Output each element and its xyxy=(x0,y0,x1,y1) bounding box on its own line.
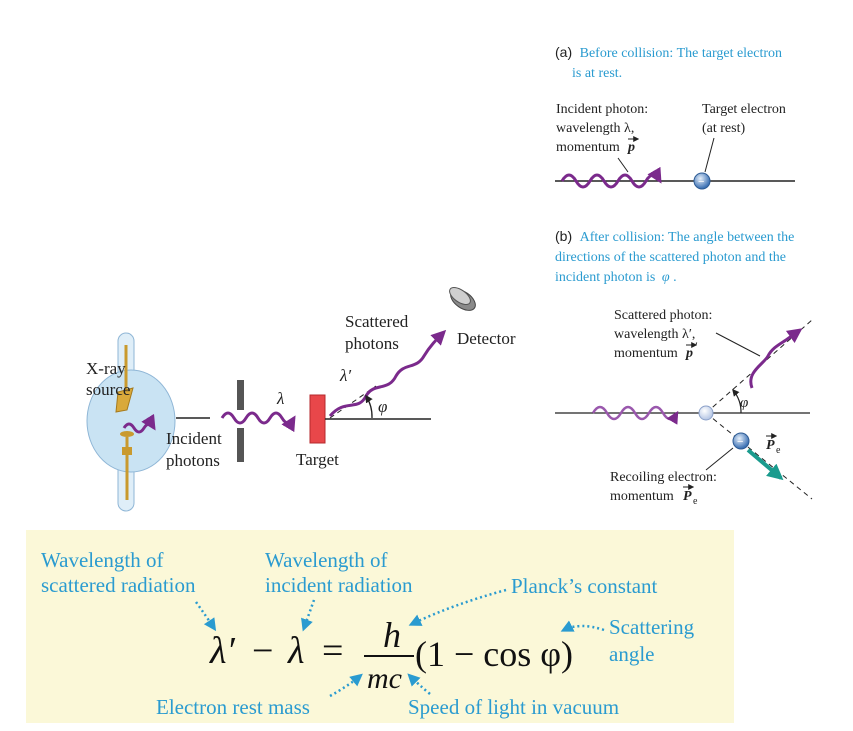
annotation-scattering-angle-2: angle xyxy=(609,642,654,666)
formula-minus: − xyxy=(252,630,273,672)
incident-photon-wave xyxy=(220,411,296,433)
lambda-prime-label: λ′ xyxy=(339,366,351,385)
pe-vector-label: P xyxy=(766,438,775,453)
annotation-scattered-wavelength-1: Wavelength of xyxy=(41,548,164,572)
panel-a-caption-line2: is at rest. xyxy=(572,66,622,81)
incident-photon-label-2: wavelength λ, xyxy=(556,121,634,136)
xray-source-label: X-ray xyxy=(86,359,126,378)
annotation-incident-wavelength-1: Wavelength of xyxy=(265,548,388,572)
panel-a: (a) Before collision: The target electro… xyxy=(555,44,795,190)
electron-pointer-line xyxy=(704,137,715,173)
recoil-label-2: momentum xyxy=(610,489,674,504)
scattered-photon-wave xyxy=(328,329,447,418)
panel-a-electron-sign: − xyxy=(698,176,704,188)
compton-formula-box: Wavelength of scattered radiation Wavele… xyxy=(26,530,734,723)
panel-b-phi-arc xyxy=(732,388,742,414)
annotation-electron-rest-mass: Electron rest mass xyxy=(156,695,310,719)
scattered-photon-label-3: momentum xyxy=(614,346,678,361)
incident-photon-label-3: momentum xyxy=(556,140,620,155)
lambda-label: λ xyxy=(276,389,284,408)
panel-b-collision-point xyxy=(698,405,714,421)
scattered-label-2: photons xyxy=(345,334,399,353)
recoil-vector: P xyxy=(683,489,692,504)
panel-b-dashed-down xyxy=(705,412,813,500)
annotation-planck-constant: Planck’s constant xyxy=(511,574,658,598)
collimator-top xyxy=(237,380,244,410)
recoil-momentum-arrow xyxy=(746,448,784,481)
incident-label-2: photons xyxy=(166,451,220,470)
xray-source-label-2: source xyxy=(86,380,130,399)
recoil-pointer-line xyxy=(705,447,734,471)
p-vector-symbol: p xyxy=(627,140,635,155)
phi-label: φ xyxy=(378,397,387,416)
detector-label: Detector xyxy=(457,329,516,348)
panel-b-scattered-wave xyxy=(749,328,803,389)
incident-label: Incident xyxy=(166,429,222,448)
p-prime-vector-symbol: p xyxy=(685,346,693,361)
formula-background xyxy=(26,530,734,723)
annotation-incident-wavelength-2: incident radiation xyxy=(265,573,413,597)
panel-b-phi-label: φ xyxy=(740,395,748,411)
panel-a-caption-line1: (a) Before collision: The target electro… xyxy=(555,44,782,61)
recoil-electron xyxy=(732,432,750,450)
collimator-bottom xyxy=(237,428,244,462)
annotation-speed-of-light: Speed of light in vacuum xyxy=(408,695,619,719)
target-electron-label-1: Target electron xyxy=(702,102,786,117)
scattered-label: Scattered xyxy=(345,312,409,331)
pointer-planck xyxy=(408,588,507,626)
formula-paren-expression: (1 − cos φ) xyxy=(415,634,573,674)
phi-arc xyxy=(365,394,373,419)
panel-b: (b) After collision: The angle between t… xyxy=(555,228,813,507)
panel-a-electron xyxy=(693,172,711,190)
annotation-scattered-wavelength-2: scattered radiation xyxy=(41,573,196,597)
pe-vector-sub: e xyxy=(776,445,781,456)
pointer-scattered xyxy=(194,601,217,632)
formula-denominator-mc: mc xyxy=(367,662,402,695)
panel-b-caption-line3: incident photon is φ . xyxy=(555,270,677,285)
target-block xyxy=(309,394,326,444)
formula-lambda-prime: λ′ xyxy=(209,630,235,672)
experimental-setup: X-ray source Incident photons λ Target λ… xyxy=(86,287,516,512)
panel-b-caption-line1: (b) After collision: The angle between t… xyxy=(555,228,794,245)
target-label: Target xyxy=(296,450,339,469)
recoil-label-1: Recoiling electron: xyxy=(610,470,717,485)
panel-a-photon-wave xyxy=(560,166,662,189)
scattered-photon-label-2: wavelength λ′, xyxy=(614,327,695,342)
detector-icon xyxy=(449,287,476,311)
scattered-photon-label-1: Scattered photon: xyxy=(614,308,712,323)
photon-pointer-line xyxy=(617,157,629,173)
recoil-electron-sign: − xyxy=(737,436,743,448)
formula-numerator-h: h xyxy=(383,615,401,655)
photon-in-source xyxy=(122,413,156,434)
p-prime-mark: ′ xyxy=(695,339,698,354)
panel-b-caption-line2: directions of the scattered photon and t… xyxy=(555,250,786,265)
xray-tube xyxy=(86,332,176,512)
scattered-pointer-line xyxy=(715,332,761,357)
formula-equals: = xyxy=(322,630,343,672)
formula-lambda: λ xyxy=(287,630,304,672)
target-electron-label-2: (at rest) xyxy=(702,121,745,136)
incident-photon-label-1: Incident photon: xyxy=(556,102,648,117)
recoil-vector-sub: e xyxy=(693,496,698,507)
annotation-scattering-angle-1: Scattering xyxy=(609,615,695,639)
panel-b-incident-wave xyxy=(591,405,679,425)
